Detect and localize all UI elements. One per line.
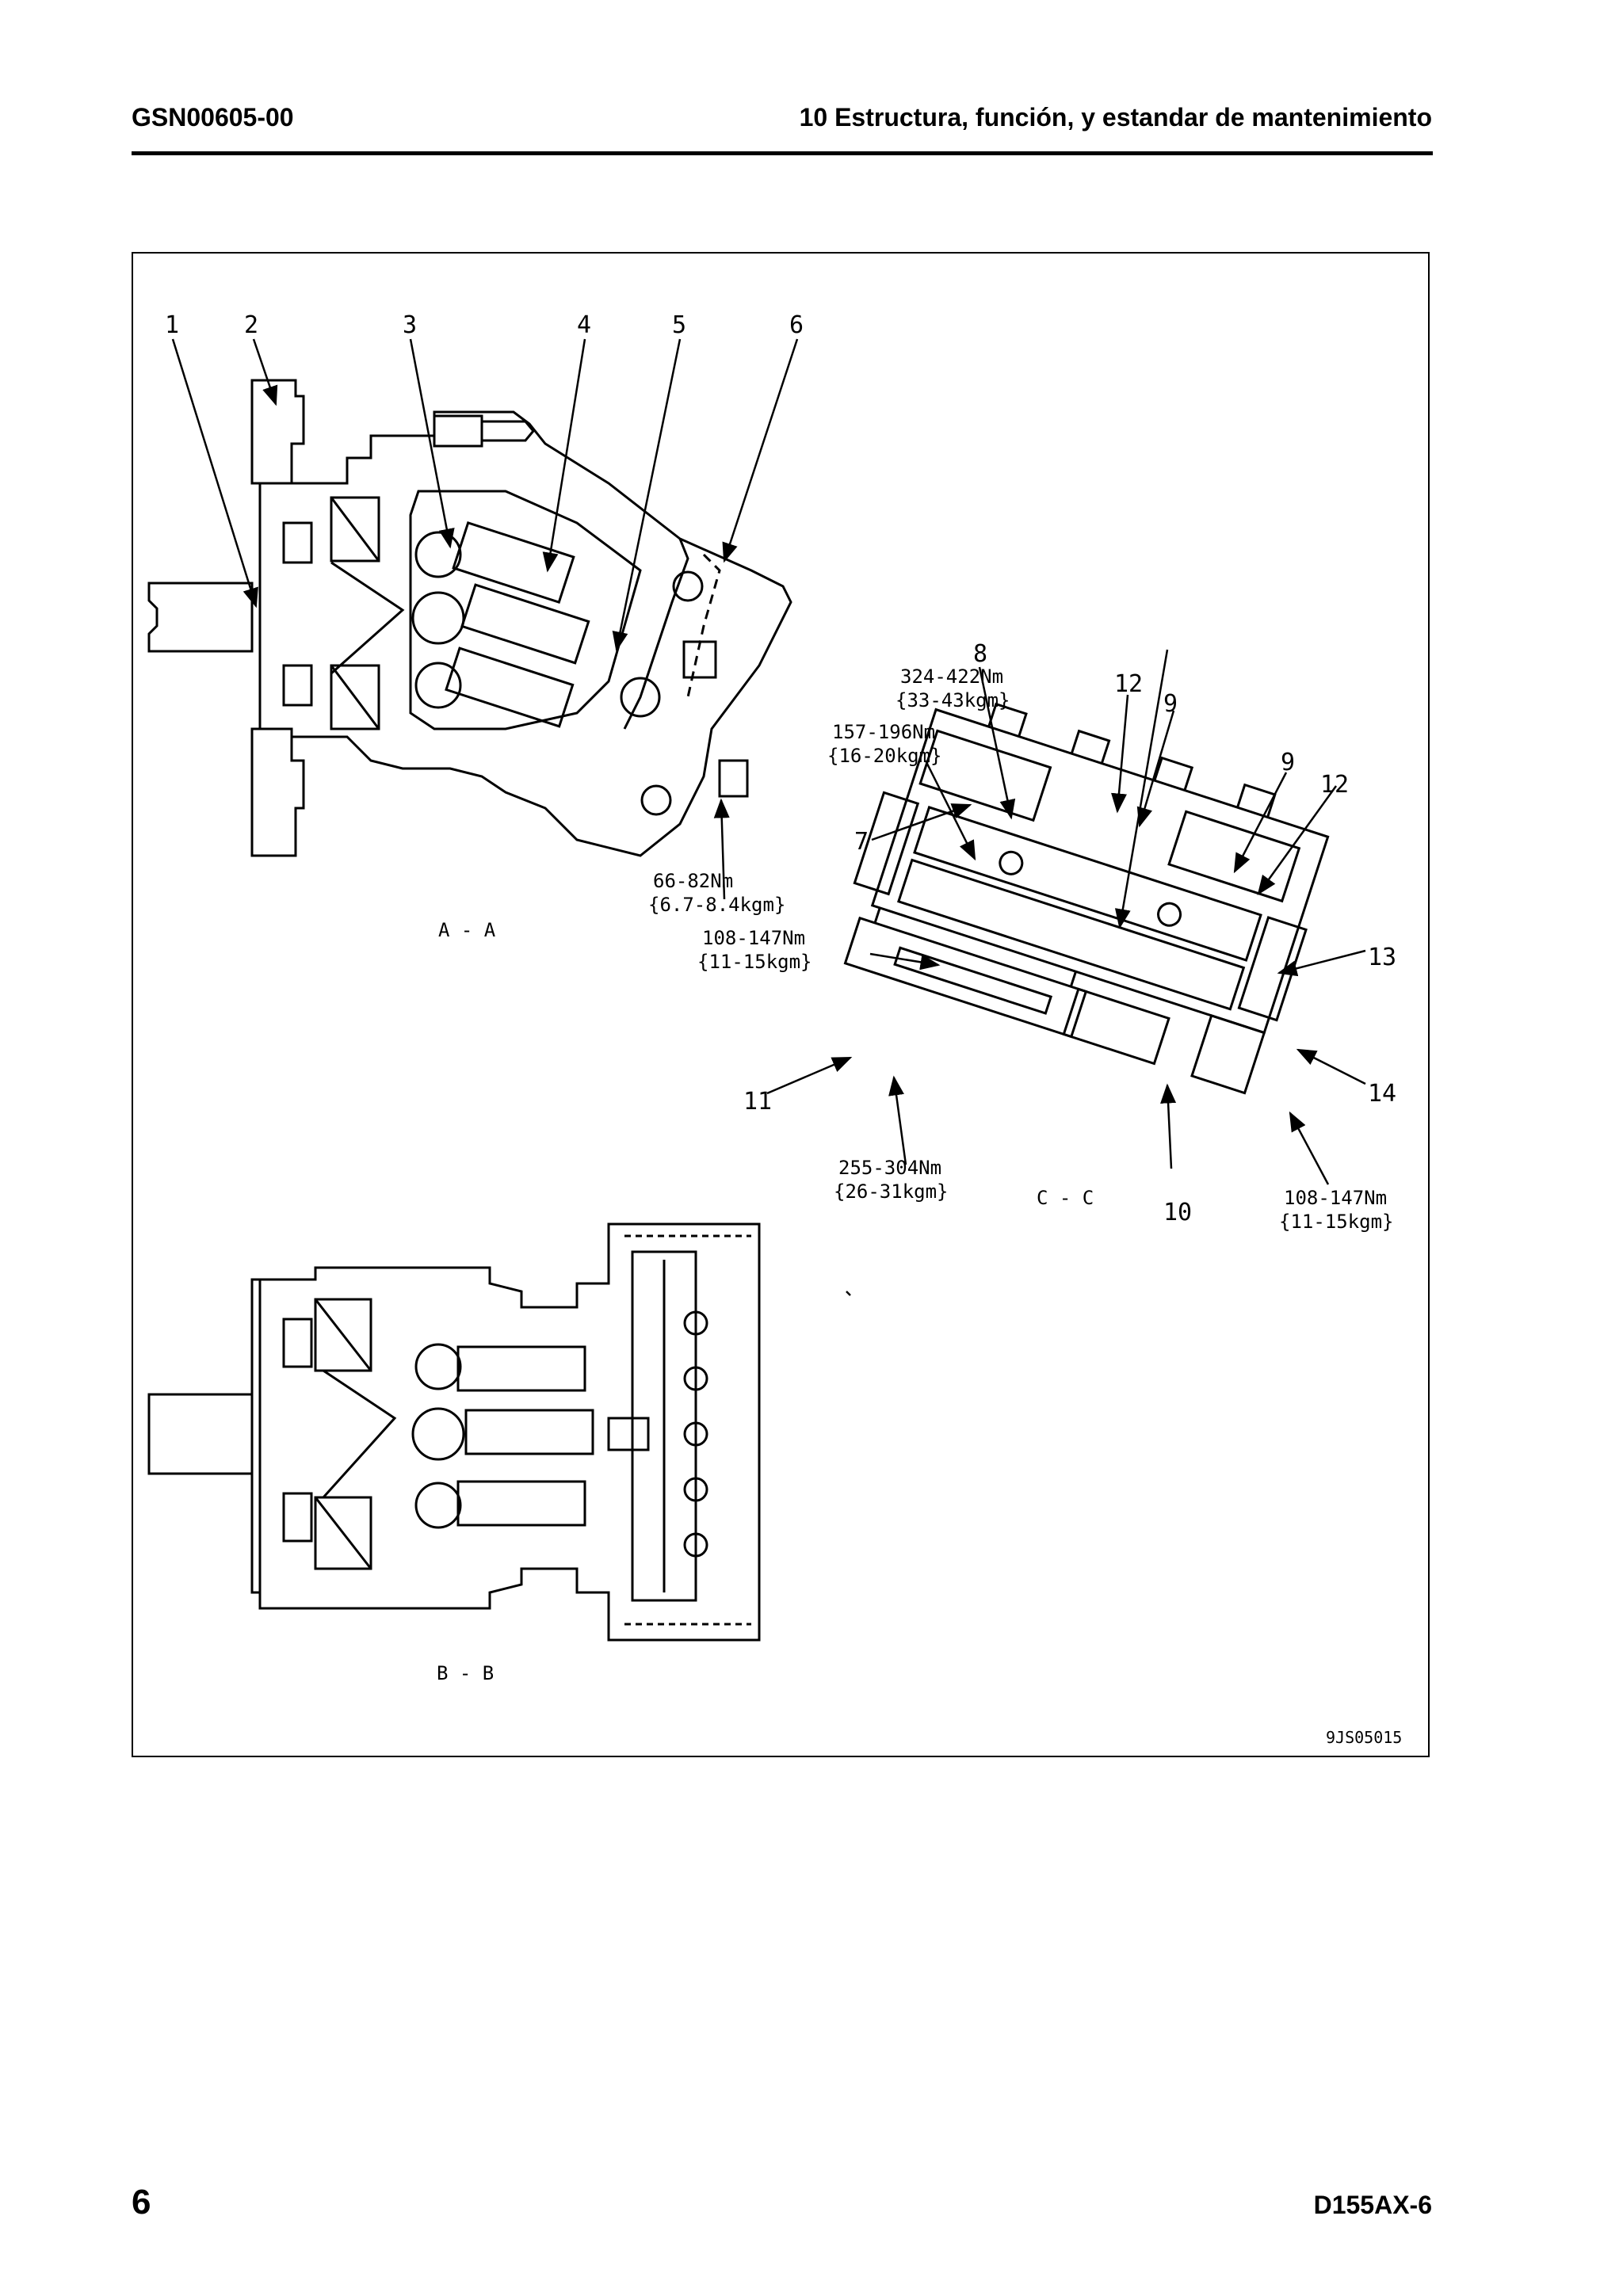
- torque-2-nm: 157-196Nm: [832, 721, 935, 743]
- callout-4: 4: [577, 311, 591, 339]
- torque-specs: 324-422Nm {33-43kgm} 157-196Nm {16-20kgm…: [648, 666, 1394, 1233]
- callout-numbers: 1 2 3 4 5 6 7 8 9 9 10 11 12 12 13 14: [165, 311, 1396, 1226]
- torque-3-kgm: {6.7-8.4kgm}: [648, 894, 785, 916]
- callout-3: 3: [403, 311, 417, 339]
- torque-4-kgm: {11-15kgm}: [697, 951, 812, 973]
- torque-1-kgm: {33-43kgm}: [896, 689, 1010, 711]
- section-cc-drawing: [843, 702, 1330, 1095]
- model-name: D155AX-6: [1313, 2191, 1432, 2219]
- callout-9: 9: [1163, 690, 1178, 718]
- callout-2: 2: [244, 311, 258, 339]
- callout-8: 8: [973, 640, 987, 668]
- view-label-bb: B - B: [437, 1662, 494, 1684]
- callout-14: 14: [1368, 1080, 1396, 1108]
- doc-code: GSN00605-00: [132, 103, 294, 132]
- callout-9-second: 9: [1281, 749, 1295, 776]
- callout-13: 13: [1368, 944, 1396, 971]
- callout-10: 10: [1163, 1199, 1192, 1226]
- callout-7: 7: [854, 828, 869, 856]
- torque-5-kgm: {26-31kgm}: [834, 1180, 949, 1203]
- leader-lines: [171, 338, 1366, 1296]
- torque-1-nm: 324-422Nm: [900, 666, 1003, 688]
- section-bb-drawing: [147, 1222, 761, 1642]
- torque-6-nm: 108-147Nm: [1284, 1187, 1387, 1209]
- view-label-cc: C - C: [1037, 1187, 1094, 1209]
- view-label-aa: A - A: [438, 919, 496, 941]
- torque-2-kgm: {16-20kgm}: [827, 745, 942, 767]
- section-aa-drawing: [147, 379, 792, 857]
- torque-4-nm: 108-147Nm: [702, 927, 805, 949]
- callout-12-second: 12: [1320, 771, 1349, 799]
- torque-6-kgm: {11-15kgm}: [1279, 1211, 1394, 1233]
- hydraulic-motor-drawing: 1 2 3 4 5 6 7 8 9 9 10 11 12 12 13 14 32…: [147, 311, 1402, 1747]
- torque-3-nm: 66-82Nm: [653, 870, 733, 892]
- torque-5-nm: 255-304Nm: [838, 1157, 941, 1179]
- figure-code: 9JS05015: [1326, 1728, 1402, 1747]
- figure-frame: 1 2 3 4 5 6 7 8 9 9 10 11 12 12 13 14 32…: [132, 252, 1430, 1757]
- callout-5: 5: [672, 311, 686, 339]
- page-number: 6: [132, 2183, 151, 2222]
- callout-6: 6: [789, 311, 804, 339]
- callout-1: 1: [165, 311, 179, 339]
- callout-11: 11: [743, 1088, 772, 1116]
- section-title: 10 Estructura, función, y estandar de ma…: [799, 103, 1432, 132]
- header-rule: [132, 151, 1433, 155]
- callout-12: 12: [1114, 670, 1143, 698]
